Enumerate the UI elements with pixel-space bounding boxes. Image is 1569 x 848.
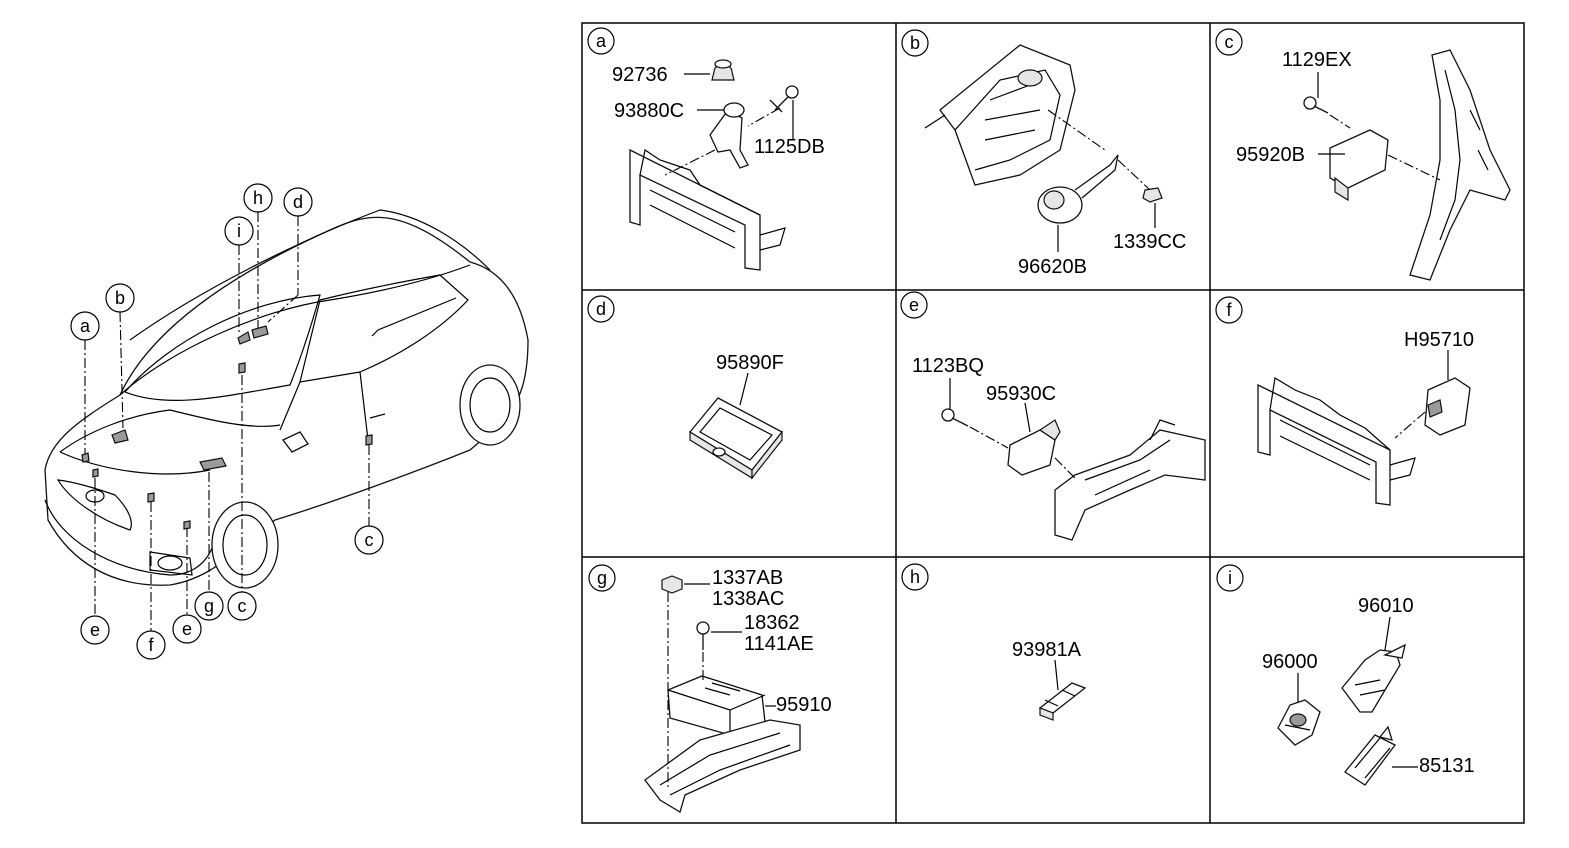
callout-i: i [224, 216, 254, 246]
panel-i: i 96010 96000 85131 [1216, 564, 1475, 786]
part-number-label: 95910 [776, 694, 832, 716]
callout-f: f [136, 630, 166, 660]
panel-letter: c [1225, 32, 1234, 52]
part-number-label: 93880C [614, 100, 684, 122]
callout-a: a [70, 311, 100, 341]
part-number-label: 1339CC [1113, 231, 1186, 253]
callout-letter: a [80, 316, 91, 336]
callout-letter: e [90, 620, 100, 640]
callout-d: d [283, 187, 313, 217]
panel-letter: f [1226, 300, 1232, 320]
callout-g: g [194, 591, 224, 621]
part-number-label: 1338AC [712, 588, 784, 610]
part-number-label: 96000 [1262, 651, 1318, 673]
panel-a: a 92736 93880C 1125DB [587, 27, 825, 271]
callout-c-right: c [354, 525, 384, 555]
panel-letter: g [597, 568, 607, 588]
part-number-label: H95710 [1404, 329, 1474, 351]
callout-letter: c [365, 530, 374, 550]
callout-letter: i [237, 221, 241, 241]
overview-leaders [81, 212, 373, 631]
callout-c-left: c [227, 591, 257, 621]
part-number-label: 1129EX [1282, 49, 1352, 71]
part-number-label: 1141AE [744, 633, 814, 655]
part-number-label: 18362 [744, 612, 800, 634]
part-number-label: 96620B [1018, 256, 1087, 278]
callout-letter: d [293, 192, 303, 212]
part-number-label: 1123BQ [912, 355, 984, 377]
part-number-label: 85131 [1419, 755, 1475, 777]
panel-letter: h [910, 567, 920, 587]
callout-letter: g [204, 596, 214, 616]
callout-b: b [105, 283, 135, 313]
panel-f: f H95710 [1215, 296, 1474, 506]
part-number-label: 1125DB [754, 136, 825, 158]
callout-e-right: e [172, 614, 202, 644]
part-number-label: 95920B [1236, 144, 1305, 166]
panel-letter: a [596, 31, 607, 51]
panel-c: c 1129EX 95920B [1215, 28, 1511, 281]
panel-g: g 1337AB 1338AC 18362 1141AE 95910 [588, 564, 832, 813]
panel-letter: i [1228, 568, 1232, 588]
panel-letter: b [910, 33, 920, 53]
car-illustration [44, 209, 529, 589]
part-number-label: 1337AB [712, 567, 783, 589]
callout-letter: h [253, 188, 263, 208]
callout-h: h [243, 183, 273, 213]
callout-letter: b [115, 288, 125, 308]
part-number-label: 92736 [612, 64, 668, 86]
panel-b: b 96620B 1339CC [901, 29, 1186, 278]
panel-grid [581, 22, 1525, 824]
panel-letter: e [909, 295, 919, 315]
panel-e: e 1123BQ 95930C [900, 291, 1206, 541]
part-number-label: 95930C [986, 383, 1056, 405]
callout-e-left: e [80, 615, 110, 645]
panel-d: d 95890F [587, 295, 784, 480]
part-number-label: 93981A [1012, 639, 1082, 661]
callout-letter: f [148, 635, 154, 655]
panel-h: h 93981A [901, 563, 1087, 721]
callout-letter: e [182, 619, 192, 639]
part-number-label: 96010 [1358, 595, 1414, 617]
panel-letter: d [596, 299, 606, 319]
part-number-label: 95890F [716, 352, 784, 374]
callout-letter: c [238, 596, 247, 616]
